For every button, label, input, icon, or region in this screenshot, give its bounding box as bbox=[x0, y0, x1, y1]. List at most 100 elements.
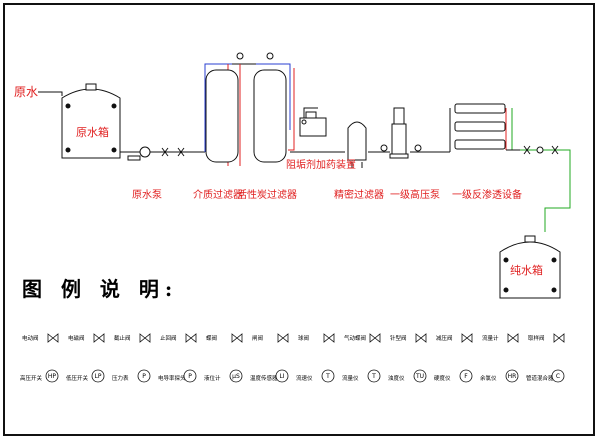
legend-item-instrument: 浊度仪 TU bbox=[388, 369, 427, 383]
hp-gauge bbox=[414, 144, 422, 152]
legend-item-valve: 蝶阀 bbox=[206, 333, 243, 343]
instrument-symbol-icon bbox=[551, 369, 565, 383]
legend-item-valve: 气动蝶阀 bbox=[344, 333, 381, 343]
instrument-symbol-icon bbox=[183, 369, 197, 383]
diagram-frame bbox=[3, 3, 595, 436]
legend-label: 流速仪 bbox=[296, 374, 313, 382]
valve-symbol-icon bbox=[461, 333, 473, 343]
pure-tank-label: 纯水箱 bbox=[510, 263, 543, 277]
media-filter-label: 介质过滤器 bbox=[193, 188, 243, 201]
legend-label: 流量计 bbox=[482, 334, 499, 342]
instrument-symbol-text: HR bbox=[508, 373, 517, 380]
legend-item-valve: 球阀 bbox=[298, 333, 335, 343]
pump-valves bbox=[161, 147, 185, 157]
instrument-symbol-text: TU bbox=[415, 373, 424, 380]
hp-pump bbox=[389, 107, 409, 159]
instrument-symbol-text: T bbox=[325, 373, 330, 380]
pure-water-tank bbox=[499, 235, 561, 299]
carbon-filter-vessel bbox=[253, 69, 287, 163]
raw-tank-label: 原水箱 bbox=[76, 125, 109, 139]
legend-label: 气动蝶阀 bbox=[344, 334, 366, 342]
legend-item-instrument: 高压开关 HP bbox=[20, 369, 59, 383]
legend-label: 硬度仪 bbox=[434, 374, 451, 382]
valve-symbol-icon bbox=[323, 333, 335, 343]
instrument-symbol-icon bbox=[321, 369, 335, 383]
legend-label: 电导率探头 bbox=[158, 374, 186, 382]
legend-label: 取样阀 bbox=[528, 334, 545, 342]
valve-symbol-icon bbox=[231, 333, 243, 343]
legend-label: 压力表 bbox=[112, 374, 129, 382]
legend-item-valve: 取样阀 bbox=[528, 333, 565, 343]
raw-pump-label: 原水泵 bbox=[132, 189, 162, 201]
legend-row-valves: 电动阀电磁阀截止阀 止回阀 蝶阀 闸阀球阀 气动蝶阀 针型阀 减压阀 流量计 取样阀 bbox=[22, 333, 565, 343]
valve-symbol-icon bbox=[185, 333, 197, 343]
legend-item-valve: 电动阀 bbox=[22, 333, 59, 343]
valve-symbol-icon bbox=[415, 333, 427, 343]
instrument-symbol-icon bbox=[91, 369, 105, 383]
instrument-symbol-icon bbox=[505, 369, 519, 383]
pipe-network bbox=[38, 63, 571, 232]
instrument-symbol-icon bbox=[229, 369, 243, 383]
instrument-symbol-text: LI bbox=[279, 373, 284, 380]
valve-symbol-icon bbox=[369, 333, 381, 343]
instrument-symbol-icon bbox=[459, 369, 473, 383]
carbon-filter-label: 活性炭过滤器 bbox=[237, 188, 297, 201]
legend-item-valve: 闸阀 bbox=[252, 333, 289, 343]
legend-item-instrument: 硬度仪 F bbox=[434, 369, 473, 383]
instrument-symbol-icon bbox=[275, 369, 289, 383]
product-pipe bbox=[515, 149, 571, 232]
media-gauge bbox=[236, 52, 244, 60]
scale-dosing-label: 阻垢剂加药装置 bbox=[286, 158, 356, 171]
instrument-symbol-text: F bbox=[464, 373, 468, 380]
hp-pump-label: 一级高压泵 bbox=[390, 188, 440, 201]
instrument-symbol-text: P bbox=[142, 373, 146, 380]
legend-label: 高压开关 bbox=[20, 374, 43, 382]
valve-symbol-icon bbox=[47, 333, 59, 343]
legend-label: 流量仪 bbox=[342, 374, 359, 382]
raw-water-pump bbox=[127, 146, 151, 161]
instrument-symbol-text: T bbox=[371, 373, 376, 380]
legend-label: 蝶阀 bbox=[206, 334, 217, 342]
instrument-symbol-icon bbox=[45, 369, 59, 383]
precision-filter-label: 精密过滤器 bbox=[334, 188, 384, 201]
carbon-top-pipe bbox=[256, 63, 291, 130]
backwash-line-3 bbox=[288, 68, 295, 151]
legend-label: 浊度仪 bbox=[388, 374, 405, 382]
legend-item-valve: 截止阀 bbox=[114, 333, 151, 343]
legend-label: 管道混合器 bbox=[526, 374, 554, 382]
raw-water-label: 原水 bbox=[14, 85, 38, 99]
instrument-symbol-text: P bbox=[188, 373, 192, 380]
legend-item-valve: 止回阀 bbox=[160, 333, 197, 343]
valve-symbol-icon bbox=[277, 333, 289, 343]
legend-item-valve: 电磁阀 bbox=[68, 333, 105, 343]
instrument-symbol-text: HP bbox=[48, 373, 57, 380]
ro-membranes bbox=[454, 103, 506, 150]
media-filter-vessel bbox=[205, 69, 239, 163]
legend-label: 余氯仪 bbox=[480, 374, 497, 382]
instrument-symbol-text: μS bbox=[232, 373, 240, 380]
legend-item-valve: 减压阀 bbox=[436, 333, 473, 343]
legend-label: 针型阀 bbox=[390, 334, 407, 342]
instrument-symbol-text: LP bbox=[95, 373, 102, 380]
legend-label: 止回阀 bbox=[160, 334, 177, 342]
dosing-pipe bbox=[303, 107, 318, 118]
valve-symbol-icon bbox=[553, 333, 565, 343]
legend-item-instrument: 压力表 P bbox=[112, 369, 151, 383]
legend-title: 图 例 说 明: bbox=[22, 277, 178, 301]
inlet-pipe bbox=[38, 91, 63, 96]
ro-unit-label: 一级反渗透设备 bbox=[452, 188, 522, 201]
legend-label: 低压开关 bbox=[66, 374, 89, 382]
media-feed-pipe bbox=[204, 63, 232, 152]
legend-label: 温度传感器 bbox=[250, 374, 278, 382]
precision-filter-vessel bbox=[347, 121, 367, 168]
instrument-symbol-text: C bbox=[556, 373, 560, 380]
legend-item-valve: 针型阀 bbox=[390, 333, 427, 343]
dosing-unit bbox=[299, 111, 327, 137]
